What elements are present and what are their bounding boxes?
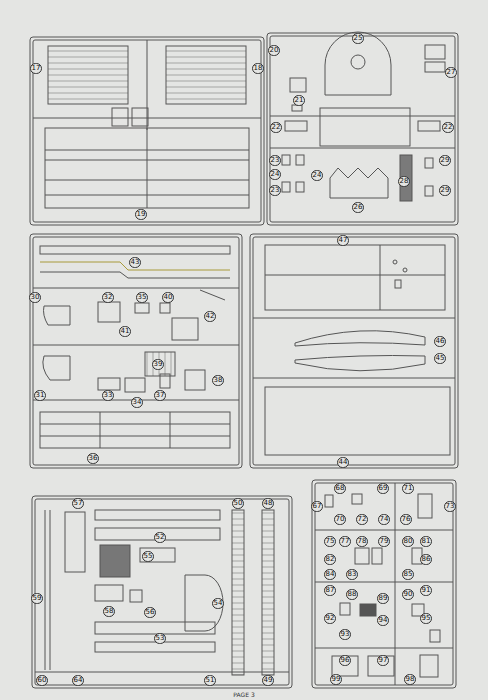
callout-number: 17 (30, 63, 43, 74)
callout-number: 86 (420, 554, 433, 565)
callout-number: 24 (269, 169, 282, 180)
callout-number: 52 (154, 532, 167, 543)
callout-number: 19 (135, 209, 148, 220)
callout-number: 22 (270, 122, 283, 133)
callout-number: 49 (262, 675, 275, 686)
callout-number: 88 (346, 589, 359, 600)
callout-number: 25 (352, 33, 365, 44)
callout-number: 53 (154, 633, 167, 644)
callout-number: 79 (378, 536, 391, 547)
callout-number: 94 (377, 615, 390, 626)
callout-number: 43 (129, 257, 142, 268)
callout-number: 71 (402, 483, 415, 494)
callout-number: 26 (352, 202, 365, 213)
callout-number: 56 (144, 607, 157, 618)
callout-number: 80 (402, 536, 415, 547)
callout-number: 44 (337, 457, 350, 468)
callout-number: 97 (377, 655, 390, 666)
callout-number: 99 (330, 674, 343, 685)
callout-number: 38 (212, 375, 225, 386)
callout-number: 96 (339, 655, 352, 666)
callout-number: 67 (311, 501, 324, 512)
callout-number: 29 (439, 185, 452, 196)
callout-number: 87 (324, 585, 337, 596)
callout-number: 28 (398, 176, 411, 187)
callout-number: 27 (445, 67, 458, 78)
callout-number: 32 (102, 292, 115, 303)
callout-number: 83 (346, 569, 359, 580)
callout-number: 98 (404, 674, 417, 685)
callout-number: 69 (377, 483, 390, 494)
callout-number: 81 (420, 536, 433, 547)
callout-number: 82 (324, 554, 337, 565)
callout-number: 57 (72, 498, 85, 509)
callout-number: 20 (268, 45, 281, 56)
callout-number: 90 (402, 589, 415, 600)
callout-number: 34 (131, 397, 144, 408)
callout-number: 93 (339, 629, 352, 640)
callout-number: 45 (434, 353, 447, 364)
callout-number: 41 (119, 326, 132, 337)
callout-number: 76 (400, 514, 413, 525)
callout-number: 85 (402, 569, 415, 580)
callout-number: 75 (324, 536, 337, 547)
callout-number: 74 (378, 514, 391, 525)
callout-number: 51 (204, 675, 217, 686)
callout-number: 33 (102, 390, 115, 401)
page-number: PAGE 3 (233, 691, 254, 698)
callout-number: 30 (29, 292, 42, 303)
callout-number: 31 (34, 390, 47, 401)
callout-number: 91 (420, 585, 433, 596)
callout-number: 68 (334, 483, 347, 494)
callout-number: 48 (262, 498, 275, 509)
callout-number: 35 (136, 292, 149, 303)
callout-number: 95 (420, 613, 433, 624)
callout-number: 92 (324, 613, 337, 624)
callout-number: 77 (339, 536, 352, 547)
callout-number: 54 (212, 598, 225, 609)
callout-number: 50 (232, 498, 245, 509)
callout-number: 46 (434, 336, 447, 347)
callout-number: 39 (152, 359, 165, 370)
callout-number: 89 (377, 593, 390, 604)
callout-number: 22 (442, 122, 455, 133)
callout-number: 37 (154, 390, 167, 401)
callout-number: 29 (439, 155, 452, 166)
callout-number: 24 (311, 170, 324, 181)
callout-number: 58 (103, 606, 116, 617)
callout-number: 84 (324, 569, 337, 580)
callout-number: 23 (269, 155, 282, 166)
callout-number: 23 (269, 185, 282, 196)
callout-number: 60 (36, 675, 49, 686)
callout-number: 59 (31, 593, 44, 604)
callout-number: 21 (293, 95, 306, 106)
callout-number: 47 (337, 235, 350, 246)
callout-number: 40 (162, 292, 175, 303)
callout-number: 73 (444, 501, 457, 512)
callout-number: 55 (142, 551, 155, 562)
callout-number: 72 (356, 514, 369, 525)
callout-number: 78 (356, 536, 369, 547)
callout-number: 64 (72, 675, 85, 686)
callout-number: 42 (204, 311, 217, 322)
callout-number: 36 (87, 453, 100, 464)
callout-number: 70 (334, 514, 347, 525)
callout-number: 18 (252, 63, 265, 74)
